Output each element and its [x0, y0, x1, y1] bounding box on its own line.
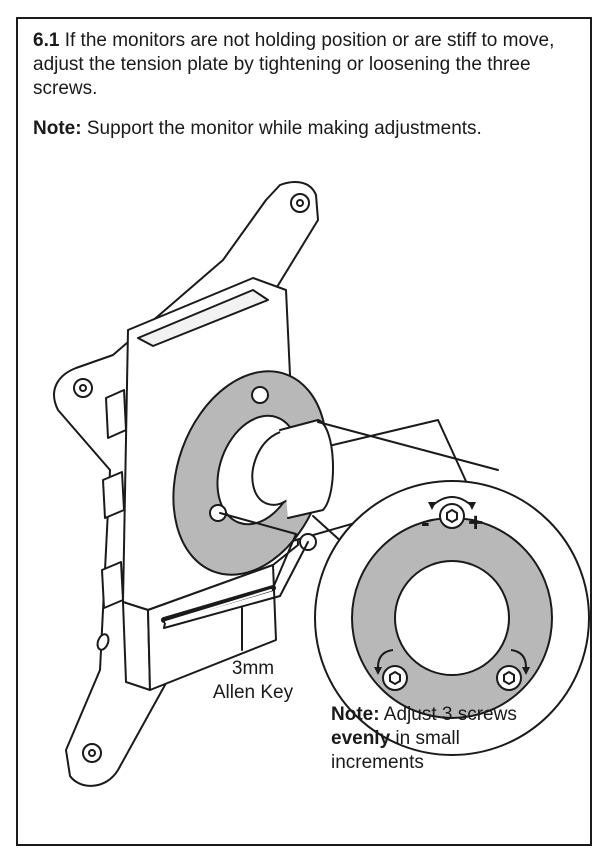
adjust-note: Note: Adjust 3 screws evenly in small in… [331, 703, 541, 775]
adjust-note-text-1: Adjust 3 screws [379, 704, 517, 725]
adjust-note-label: Note: [331, 704, 380, 725]
allen-key-size: 3mm [231, 658, 275, 679]
support-note-label: Note: [33, 118, 82, 139]
support-note-body: Support the monitor while making adjustm… [81, 118, 482, 139]
plus-sign: + [468, 507, 483, 537]
page-frame [16, 17, 592, 846]
tension-plate-detail: - + [314, 480, 590, 756]
instruction-text: 6.1 If the monitors are not holding posi… [33, 29, 578, 101]
monitor-mount-illustration: - + [53, 181, 590, 787]
step-number: 6.1 [33, 30, 60, 51]
allen-key-name: Allen Key [212, 682, 294, 703]
support-note: Note: Support the monitor while making a… [33, 117, 588, 141]
allen-key-label: 3mm Allen Key [165, 657, 341, 705]
adjust-note-emphasis: evenly [331, 728, 391, 749]
adjust-note-text-2: in small increments [331, 728, 460, 773]
minus-sign: - [421, 507, 430, 537]
instruction-body: If the monitors are not holding position… [33, 30, 555, 99]
